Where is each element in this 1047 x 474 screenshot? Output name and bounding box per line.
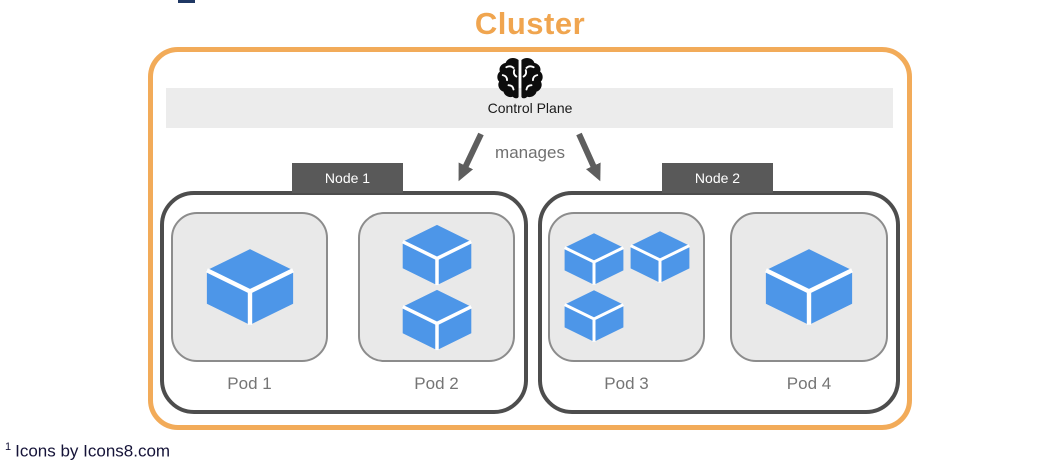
pod1-box [171,212,328,362]
brain-icon [497,58,543,99]
pod2-label: Pod 2 [414,374,459,393]
node1-label: Node 1 [324,170,371,186]
container-cube-icon [765,249,853,325]
pod4-box [730,212,888,362]
container-cube-icon [205,249,294,325]
container-cube-icon [401,224,472,285]
container-cube-icon [630,231,690,283]
node1-tab: Node 1 [292,163,403,193]
container-cube-icon [564,233,624,285]
cluster-title: Cluster [474,6,586,41]
manages-arrows-icon [458,132,601,182]
footnote-marker: 1 [5,441,12,453]
container-cube-icon [401,289,472,350]
pod2-box [358,212,515,362]
attribution-text: Icons by Icons8.com [15,441,171,461]
node2-tab: Node 2 [662,163,773,193]
clipped-artifact [178,0,195,3]
manages-label: manages [495,143,565,162]
control-plane-label: Control Plane [487,100,573,116]
pod4-label: Pod 4 [786,374,832,393]
container-cube-icon [564,290,624,342]
node2-label: Node 2 [694,170,741,186]
pod3-box [548,212,705,362]
pod1-label: Pod 1 [227,374,272,393]
pod3-label: Pod 3 [604,374,649,393]
